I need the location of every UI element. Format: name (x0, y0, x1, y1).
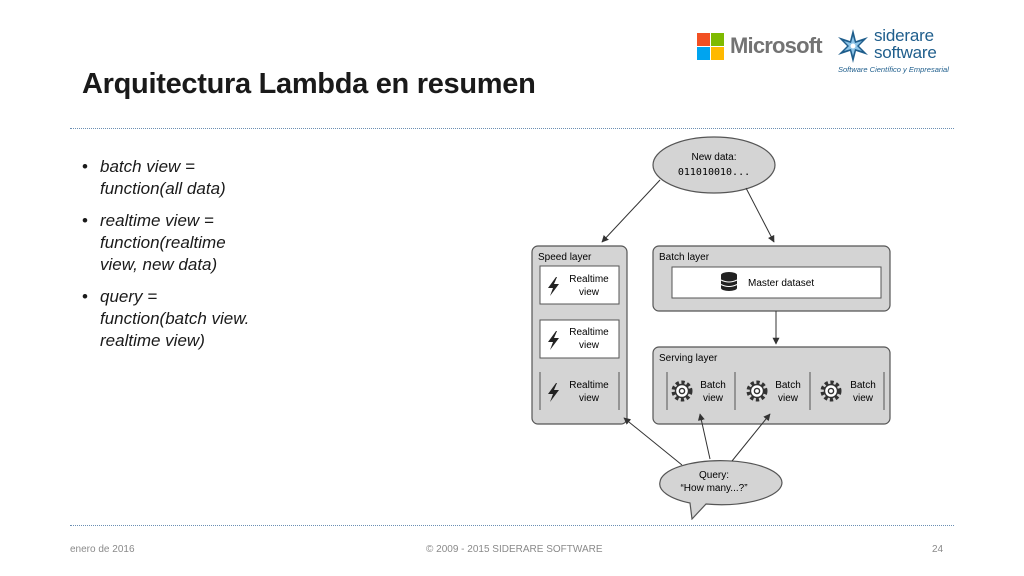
serving-layer-title: Serving layer (659, 353, 718, 364)
arrow-query-to-speed (623, 417, 683, 466)
batch-layer: Batch layer Master dataset (652, 245, 891, 312)
batch-view-line2: view (853, 393, 874, 404)
siderare-name-line1: siderare (874, 26, 934, 45)
bullet-line: view, new data) (100, 255, 218, 274)
realtime-view-line2: view (579, 287, 600, 298)
master-dataset-label: Master dataset (748, 278, 814, 289)
microsoft-logo: Microsoft (697, 31, 823, 63)
realtime-view-line1: Realtime (569, 380, 609, 391)
bullet-line: function(all data) (100, 179, 226, 198)
slide-title: Arquitectura Lambda en resumen (82, 68, 536, 100)
batch-layer-title: Batch layer (659, 252, 710, 263)
bullet-line: query = (100, 287, 158, 306)
bullet-icon: • (82, 157, 88, 176)
arrow-newdata-to-speed (601, 179, 661, 243)
realtime-view-line1: Realtime (569, 274, 609, 285)
bullet-line: batch view = (100, 157, 195, 176)
new-data-node: New data: 011010010... (652, 136, 776, 194)
footer-copyright: © 2009 - 2015 SIDERARE SOFTWARE (426, 544, 603, 555)
query-node: Query: “How many...?” (659, 460, 783, 520)
realtime-view-box: Realtime view (539, 319, 620, 359)
bullet-icon: • (82, 287, 88, 306)
arrow-newdata-to-batch (745, 187, 775, 243)
bullet-item: • realtime view = function(realtime view… (82, 210, 322, 276)
batch-view-line2: view (703, 393, 724, 404)
bullet-line: function(realtime (100, 233, 226, 252)
database-icon (720, 271, 738, 292)
batch-view-box: Batch view (820, 380, 876, 404)
lambda-architecture-diagram: New data: 011010010... Speed layer Realt… (531, 136, 891, 520)
query-line2: “How many...?” (680, 483, 747, 494)
batch-view-box: Batch view (746, 380, 801, 404)
arrow-query-to-serving-left (697, 413, 711, 460)
new-data-bits: 011010010... (678, 167, 750, 178)
bullet-line: realtime view) (100, 331, 205, 350)
microsoft-wordmark: Microsoft (730, 33, 823, 58)
batch-view-line1: Batch (850, 380, 876, 391)
bullet-line: realtime view = (100, 211, 214, 230)
master-dataset-box: Master dataset (671, 266, 882, 299)
realtime-view-box: Realtime view (539, 372, 620, 410)
bullet-line: function(batch view. (100, 309, 250, 328)
siderare-logo: siderare software Software Científico y … (834, 26, 958, 80)
arrow-query-to-serving-right (731, 413, 771, 462)
new-data-label: New data: (691, 152, 736, 163)
speed-layer: Speed layer Realtime view Realtime view … (531, 245, 628, 425)
bullet-list: • batch view = function(all data) • real… (82, 156, 322, 362)
bullet-item: • query = function(batch view. realtime … (82, 286, 322, 352)
siderare-tagline: Software Científico y Empresarial (838, 65, 949, 74)
serving-layer: Serving layer Batch view Batch view Batc… (652, 346, 891, 425)
footer-date: enero de 2016 (70, 544, 135, 555)
realtime-view-box: Realtime view (539, 265, 620, 305)
batch-view-line1: Batch (775, 380, 801, 391)
top-divider (70, 128, 954, 129)
query-line1: Query: (699, 470, 729, 481)
speed-layer-title: Speed layer (538, 252, 592, 263)
microsoft-squares-icon (697, 33, 724, 60)
realtime-view-line2: view (579, 340, 600, 351)
batch-view-line2: view (778, 393, 799, 404)
batch-view-box: Batch view (671, 380, 726, 404)
bullet-item: • batch view = function(all data) (82, 156, 322, 200)
realtime-view-line1: Realtime (569, 327, 609, 338)
realtime-view-line2: view (579, 393, 600, 404)
star-emblem-icon (838, 29, 868, 63)
bullet-icon: • (82, 211, 88, 230)
footer-page-number: 24 (932, 544, 944, 555)
siderare-name-line2: software (874, 43, 937, 62)
bottom-divider (70, 525, 954, 526)
batch-view-line1: Batch (700, 380, 726, 391)
